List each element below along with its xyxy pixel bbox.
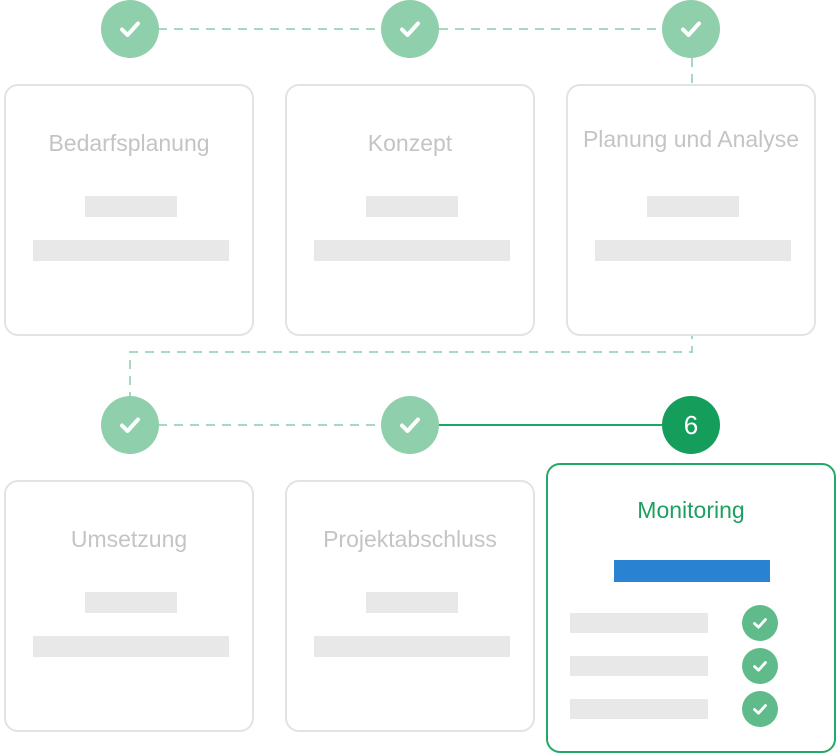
step-4-complete[interactable] (101, 396, 159, 454)
step-2-complete[interactable] (381, 0, 439, 58)
checklist-item (570, 691, 778, 727)
step-card-konzept[interactable]: Konzept (285, 84, 535, 336)
placeholder-line-long (314, 240, 510, 261)
step-card-planung-und-analyse[interactable]: Planung und Analyse (566, 84, 816, 336)
placeholder-line-long (595, 240, 791, 261)
check-circle-icon[interactable] (742, 605, 778, 641)
check-circle-icon[interactable] (742, 691, 778, 727)
placeholder-line-short (647, 196, 739, 217)
check-icon (753, 618, 767, 629)
check-icon (681, 21, 701, 37)
step-6-current[interactable]: 6 (662, 396, 720, 454)
placeholder-line-long (33, 240, 229, 261)
card-title: Umsetzung (70, 526, 188, 552)
step-number: 6 (683, 409, 699, 440)
step-1-complete[interactable] (101, 0, 159, 58)
check-icon (400, 21, 420, 37)
card-title: Konzept (367, 130, 453, 156)
step-3-complete[interactable] (662, 0, 720, 58)
step-card-monitoring[interactable]: Monitoring (546, 463, 836, 753)
placeholder-line (570, 699, 708, 719)
check-icon (753, 704, 767, 715)
card-title: Bedarfsplanung (48, 130, 210, 156)
card-title: Projektabschluss (323, 526, 497, 552)
step-card-projektabschluss[interactable]: Projektabschluss (285, 480, 535, 732)
check-icon (120, 417, 140, 433)
check-icon (120, 21, 140, 37)
step-card-umsetzung[interactable]: Umsetzung (4, 480, 254, 732)
card-title: Planung und Analyse (582, 126, 800, 152)
check-icon (753, 661, 767, 672)
accent-bar (614, 560, 770, 582)
check-circle-icon[interactable] (742, 648, 778, 684)
check-icon (400, 417, 420, 433)
checklist-item (570, 605, 778, 641)
placeholder-line-short (366, 592, 458, 613)
placeholder-line (570, 613, 708, 633)
placeholder-line-long (33, 636, 229, 657)
placeholder-line-long (314, 636, 510, 657)
checklist-item (570, 648, 778, 684)
card-title: Monitoring (637, 497, 745, 523)
placeholder-line-short (366, 196, 458, 217)
placeholder-line (570, 656, 708, 676)
step-5-complete[interactable] (381, 396, 439, 454)
placeholder-line-short (85, 196, 177, 217)
placeholder-line-short (85, 592, 177, 613)
step-card-bedarfsplanung[interactable]: Bedarfsplanung (4, 84, 254, 336)
